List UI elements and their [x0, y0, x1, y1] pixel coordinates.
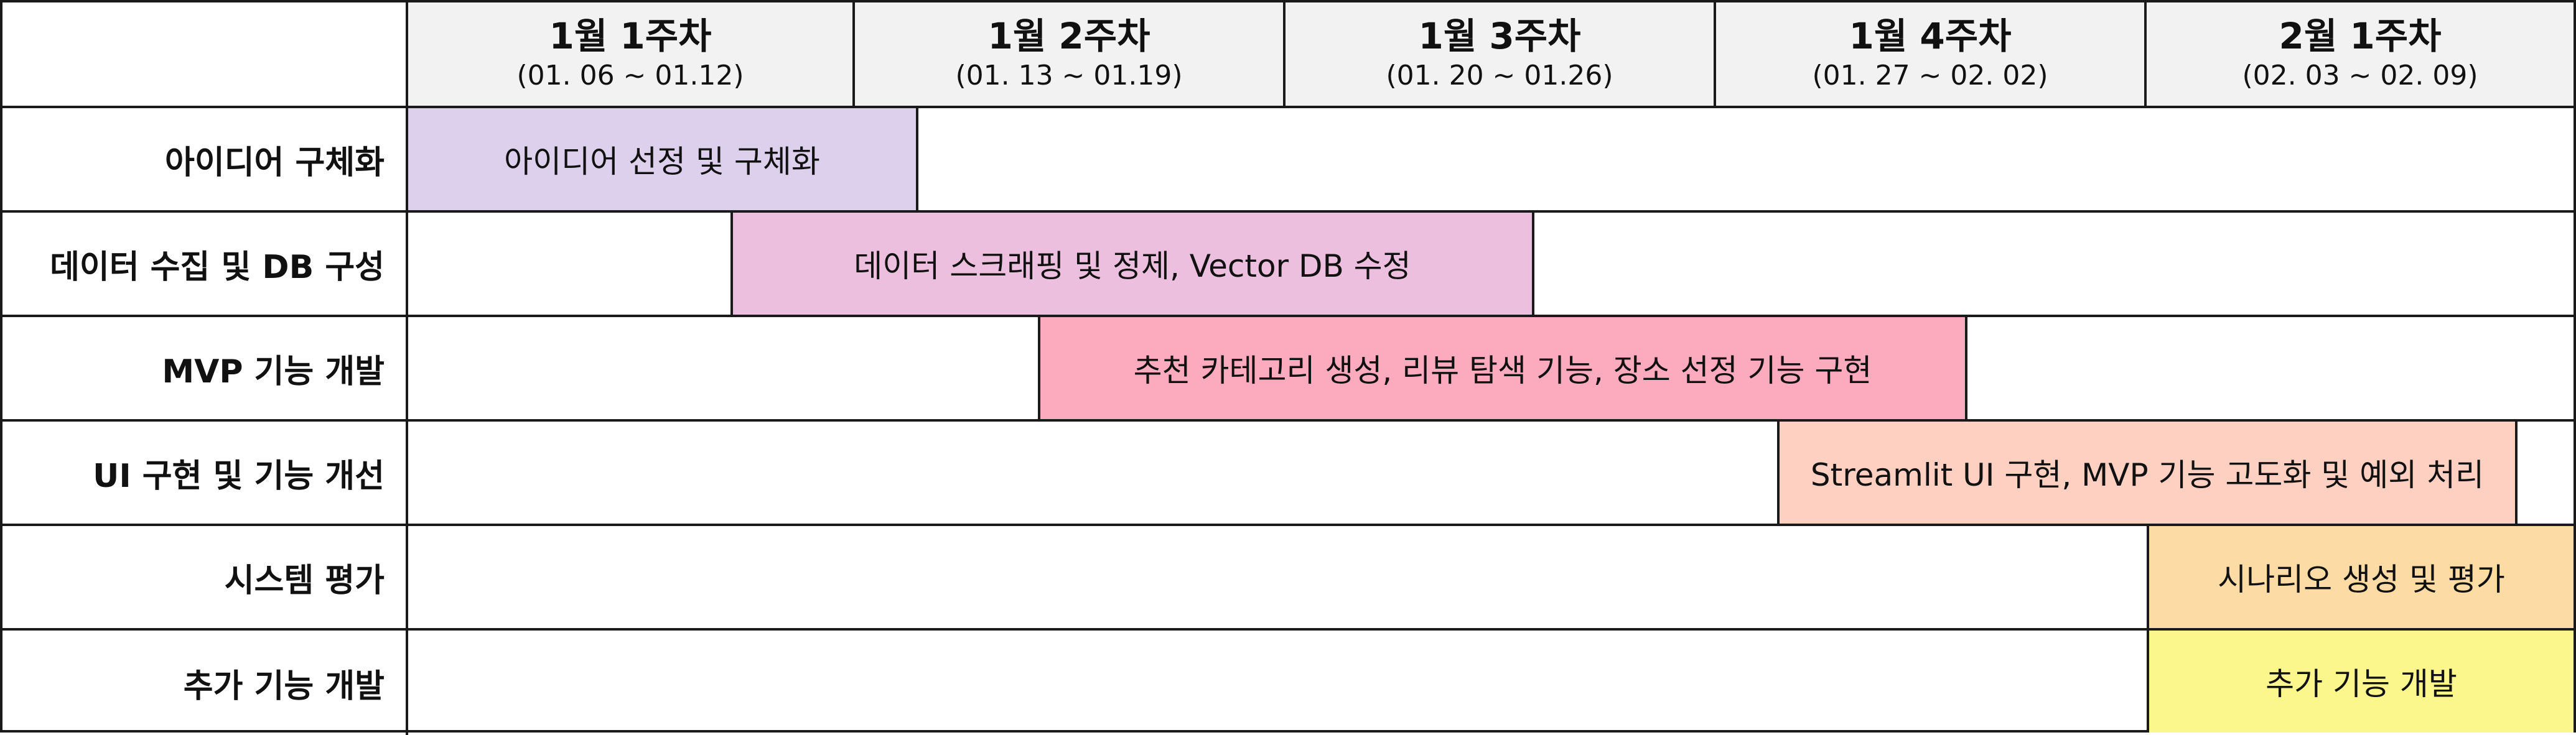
week-header-2: 1월 2주차 (01. 13 ~ 01.19)	[855, 2, 1286, 108]
task-bar: 아이디어 선정 및 구체화	[406, 106, 918, 213]
week-header-1: 1월 1주차 (01. 06 ~ 01.12)	[408, 2, 855, 108]
week-range: (01. 27 ~ 02. 02)	[1812, 59, 2048, 91]
task-bar: 추천 카테고리 생성, 리뷰 탐색 기능, 장소 선정 기능 구현	[1038, 315, 1967, 422]
task-bar: 시나리오 생성 및 평가	[2147, 524, 2576, 631]
header-corner	[2, 2, 408, 108]
week-title: 1월 3주차	[1418, 15, 1581, 58]
week-header-4: 1월 4주차 (01. 27 ~ 02. 02)	[1716, 2, 2147, 108]
week-header-5: 2월 1주차 (02. 03 ~ 02. 09)	[2147, 2, 2574, 108]
task-bar: 데이터 스크래핑 및 정제, Vector DB 수정	[730, 210, 1534, 317]
week-range: (02. 03 ~ 02. 09)	[2242, 59, 2478, 91]
task-label: 데이터 수집 및 DB 구성	[2, 213, 408, 317]
week-title: 2월 1주차	[2279, 15, 2442, 58]
task-bar: 추가 기능 개발	[2147, 628, 2576, 733]
task-label: 시스템 평가	[2, 526, 408, 631]
task-label: UI 구현 및 기능 개선	[2, 422, 408, 526]
task-label: 아이디어 구체화	[2, 108, 408, 213]
task-label: MVP 기능 개발	[2, 317, 408, 422]
row-separator	[408, 524, 2574, 526]
week-header-3: 1월 3주차 (01. 20 ~ 01.26)	[1286, 2, 1716, 108]
week-title: 1월 2주차	[987, 15, 1150, 58]
week-range: (01. 13 ~ 01.19)	[955, 59, 1183, 91]
task-label: 추가 기능 개발	[2, 631, 408, 735]
task-bar: Streamlit UI 구현, MVP 기능 고도화 및 예외 처리	[1777, 419, 2518, 526]
week-range: (01. 06 ~ 01.12)	[516, 59, 744, 91]
week-range: (01. 20 ~ 01.26)	[1386, 59, 1613, 91]
week-title: 1월 4주차	[1849, 15, 2012, 58]
week-title: 1월 1주차	[549, 15, 712, 58]
row-separator	[408, 628, 2574, 631]
